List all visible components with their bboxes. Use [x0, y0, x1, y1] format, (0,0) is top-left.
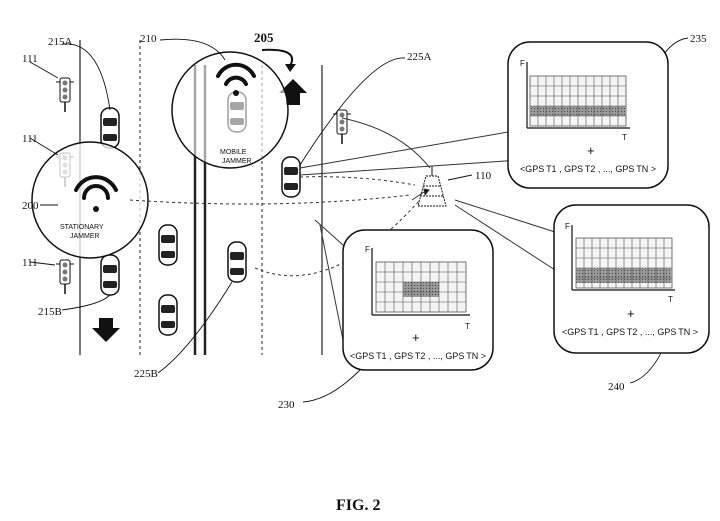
spectrum-panel-230: F T + <GPS T1 , GPS T2 , ..., GPS TN > — [342, 229, 494, 371]
car-icon — [227, 241, 247, 283]
gps-formula: <GPS T1 , GPS T2 , ..., GPS TN > — [520, 164, 656, 174]
ref-111: 111 — [22, 257, 38, 269]
cell-tower-icon — [417, 166, 447, 207]
down-arrow-icon — [92, 318, 120, 342]
ref-111: 111 — [22, 133, 38, 145]
up-arrow-icon — [279, 79, 307, 105]
stationary-jammer-label: STATIONARY — [60, 224, 104, 231]
traffic-light-icon — [332, 109, 352, 145]
spectrum-grid — [375, 261, 467, 313]
car-icon — [158, 224, 178, 266]
ref-225a: 225A — [407, 51, 432, 63]
rotation-arrow — [261, 48, 293, 67]
ref-111: 111 — [22, 53, 38, 65]
traffic-light-icon — [55, 259, 75, 295]
mobile-jammer-label: JAMMER — [222, 158, 252, 165]
wifi-icon — [216, 62, 256, 96]
gps-formula: <GPS T1 , GPS T2 , ..., GPS TN > — [350, 351, 486, 361]
traffic-light-icon — [55, 77, 75, 113]
spectrum-panel-240: F T + <GPS T1 , GPS T2 , ..., GPS TN > — [553, 204, 710, 354]
signal-paths — [129, 117, 556, 351]
mobile-jammer-zone — [171, 51, 289, 169]
ref-110: 110 — [475, 170, 492, 182]
spectrum-grid — [529, 75, 627, 127]
car-icon — [158, 294, 178, 336]
car-icon — [100, 107, 120, 149]
y-axis-label: F — [520, 59, 525, 68]
mobile-jammer-label: MOBILE — [220, 149, 247, 156]
car-icon — [100, 254, 120, 296]
stationary-jammer-zone — [31, 141, 149, 259]
x-axis-label: T — [622, 133, 627, 142]
car-icon — [281, 156, 301, 198]
stationary-jammer-label: JAMMER — [70, 233, 100, 240]
ref-240: 240 — [608, 381, 625, 393]
ref-200: 200 — [22, 200, 39, 212]
ref-225b: 225B — [134, 368, 158, 380]
x-axis-label: T — [465, 322, 470, 331]
spectrum-grid — [575, 237, 673, 289]
wifi-icon — [74, 175, 118, 212]
x-axis-label: T — [668, 295, 673, 304]
y-axis-label: F — [565, 222, 570, 231]
gps-formula: <GPS T1 , GPS T2 , ..., GPS TN > — [562, 327, 698, 337]
ref-235: 235 — [690, 33, 707, 45]
plus-sign: + — [627, 306, 635, 321]
plus-sign: + — [412, 330, 420, 345]
leader-lines — [29, 37, 689, 403]
ref-205: 205 — [254, 30, 274, 45]
ref-215a: 215A — [48, 36, 73, 48]
ref-210: 210 — [140, 33, 157, 45]
ref-230: 230 — [278, 399, 295, 411]
spectrum-panel-235: F T + <GPS T1 , GPS T2 , ..., GPS TN > — [507, 41, 669, 189]
plus-sign: + — [587, 143, 595, 158]
figure-caption: FIG. 2 — [336, 497, 380, 514]
y-axis-label: F — [365, 245, 370, 254]
ref-215b: 215B — [38, 306, 62, 318]
